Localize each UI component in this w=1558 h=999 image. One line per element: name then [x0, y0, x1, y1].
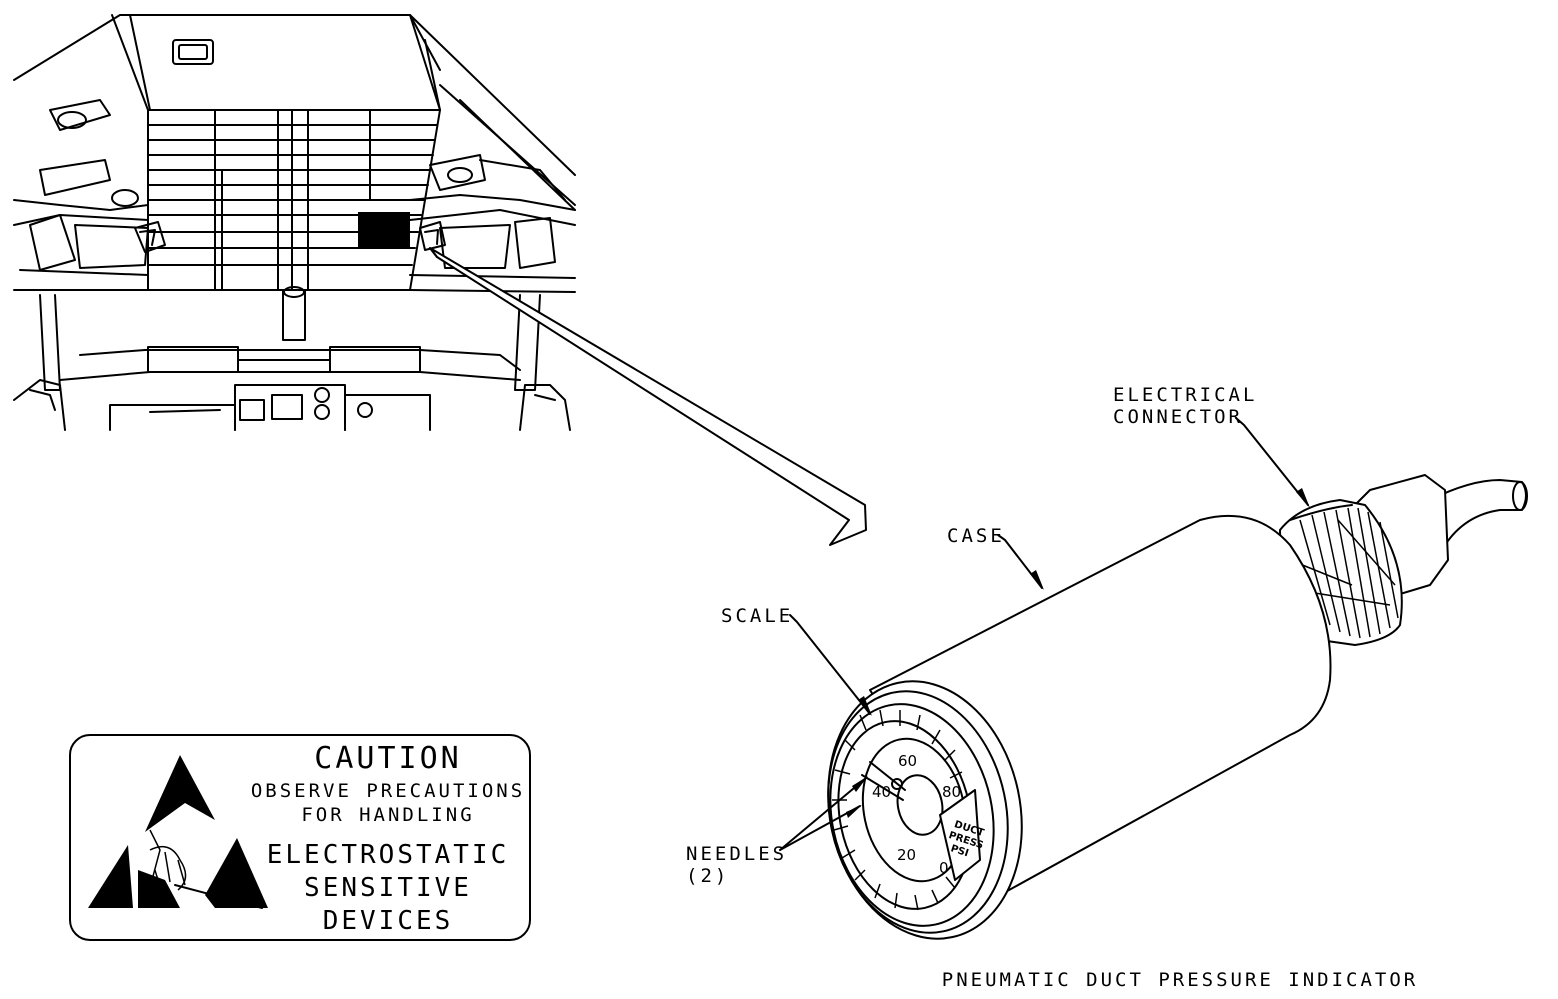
dial-tick-60: 60 — [898, 752, 917, 770]
caution-heading: CAUTION — [314, 741, 461, 776]
dial-legend-psi: PSI — [949, 843, 970, 859]
front-bezel — [827, 680, 1023, 940]
caution-line-sensitive: SENSITIVE — [304, 873, 472, 903]
caution-line-electrostatic: ELECTROSTATIC — [267, 840, 510, 870]
location-arrow — [429, 247, 867, 546]
pressure-indicator-drawing: 60 80 40 20 0 DUCT PRESS PSI — [827, 474, 1528, 940]
callout-case: CASE — [947, 525, 1005, 547]
cable — [1429, 479, 1527, 546]
caution-line-devices: DEVICES — [323, 906, 454, 936]
indicator-location-highlight — [358, 212, 410, 248]
dial-tick-80: 80 — [942, 783, 961, 801]
needle-2 — [861, 774, 904, 801]
cockpit-overhead-view — [13, 14, 576, 431]
callout-needles-line2: (2) — [686, 865, 729, 887]
callout-needles-line1: NEEDLES — [686, 843, 787, 865]
center-hub — [896, 774, 944, 836]
esd-hand-triangle-icon — [88, 755, 268, 909]
dial-face: 60 80 40 20 0 DUCT PRESS PSI — [832, 709, 985, 911]
caution-label: CAUTION OBSERVE PRECAUTIONS FOR HANDLING… — [69, 734, 531, 941]
caution-line-observe: OBSERVE PRECAUTIONS — [251, 780, 525, 802]
figure-caption: PNEUMATIC DUCT PRESSURE INDICATOR — [942, 969, 1419, 991]
caution-line-handling: FOR HANDLING — [301, 804, 474, 826]
callouts: ELECTRICAL CONNECTOR CASE SCALE NEEDLES … — [686, 384, 1310, 887]
dial-tick-20: 20 — [897, 846, 916, 864]
callout-scale: SCALE — [721, 605, 793, 627]
dial-tick-40: 40 — [872, 783, 891, 801]
callout-electrical-connector-line2: CONNECTOR — [1113, 406, 1243, 428]
callout-electrical-connector-line1: ELECTRICAL — [1113, 384, 1257, 406]
dial-tick-0: 0 — [939, 859, 949, 877]
needle-1 — [869, 761, 906, 791]
